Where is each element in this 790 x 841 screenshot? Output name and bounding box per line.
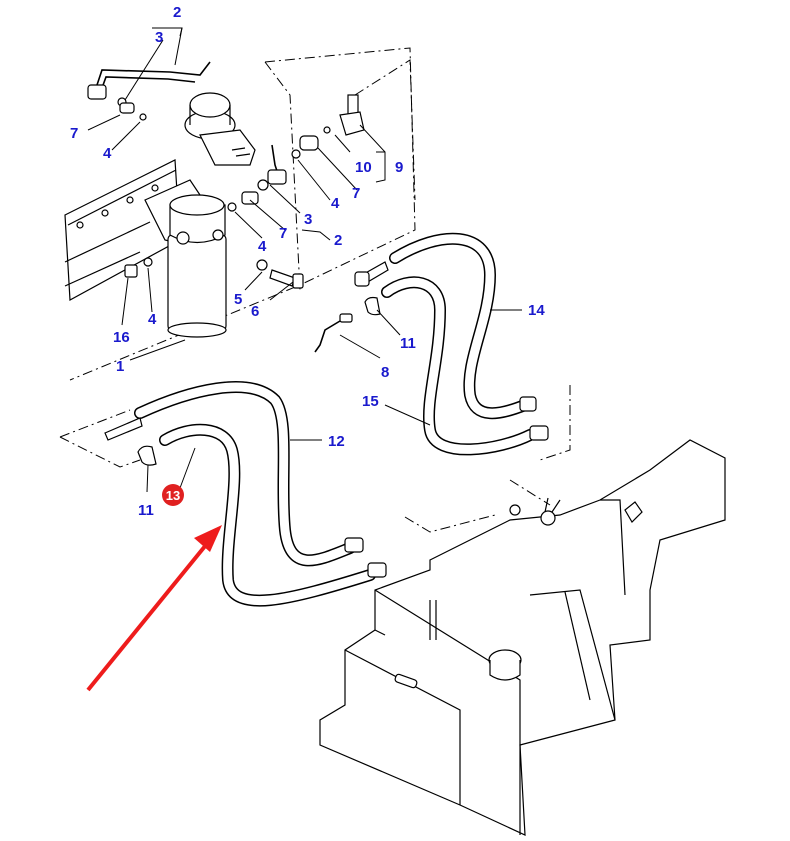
fuel-lift-pump xyxy=(184,92,256,166)
hose-14 xyxy=(354,232,537,420)
assembly-boundary-lower xyxy=(59,385,571,533)
callout-4-left[interactable]: 4 xyxy=(103,145,112,162)
pipe-8 xyxy=(314,313,353,353)
callout-4-bottom[interactable]: 4 xyxy=(148,311,157,328)
callout-3-top[interactable]: 3 xyxy=(155,29,163,46)
hose-13 xyxy=(159,423,387,607)
callout-10[interactable]: 10 xyxy=(355,159,372,176)
callouts: 2 3 7 4 10 9 7 4 3 7 2 4 5 6 16 4 1 14 1… xyxy=(70,4,545,519)
callout-13: 13 xyxy=(166,488,180,503)
callout-7-left[interactable]: 7 xyxy=(70,125,78,142)
elbow-fitting xyxy=(339,94,365,136)
hose-15 xyxy=(381,276,549,456)
callout-13-highlight[interactable]: 13 xyxy=(162,484,184,506)
callout-7-right[interactable]: 7 xyxy=(352,185,360,202)
hose-12 xyxy=(104,381,364,567)
callout-12[interactable]: 12 xyxy=(328,433,345,450)
clip-11-right xyxy=(364,296,381,316)
callout-3-mid[interactable]: 3 xyxy=(304,211,312,228)
filter-bolt xyxy=(124,257,304,289)
callout-9[interactable]: 9 xyxy=(395,159,403,176)
callout-2-top[interactable]: 2 xyxy=(173,4,181,21)
callout-2-mid[interactable]: 2 xyxy=(334,232,342,249)
fuel-pipe-top xyxy=(87,61,211,121)
callout-15[interactable]: 15 xyxy=(362,393,379,410)
fuel-pipe-mid xyxy=(227,126,331,212)
mounting-bracket xyxy=(64,159,181,301)
callout-6[interactable]: 6 xyxy=(251,303,259,320)
clip-11-left xyxy=(137,445,157,466)
callout-11-right[interactable]: 11 xyxy=(400,335,416,352)
highlight-badge xyxy=(162,484,184,506)
callout-7-mid[interactable]: 7 xyxy=(279,225,287,242)
fuel-tank xyxy=(319,439,726,836)
callout-1[interactable]: 1 xyxy=(116,358,124,375)
callout-8[interactable]: 8 xyxy=(381,364,389,381)
callout-16[interactable]: 16 xyxy=(113,329,130,346)
highlight-arrow xyxy=(86,525,222,692)
callout-4-mid[interactable]: 4 xyxy=(331,195,340,212)
callout-4-filter[interactable]: 4 xyxy=(258,238,267,255)
callout-5[interactable]: 5 xyxy=(234,291,242,308)
fuel-filter xyxy=(144,179,227,338)
callout-11-left[interactable]: 11 xyxy=(138,502,154,519)
callout-14[interactable]: 14 xyxy=(528,302,545,319)
leader-lines xyxy=(87,27,522,493)
assembly-boundary-upper xyxy=(69,47,416,381)
